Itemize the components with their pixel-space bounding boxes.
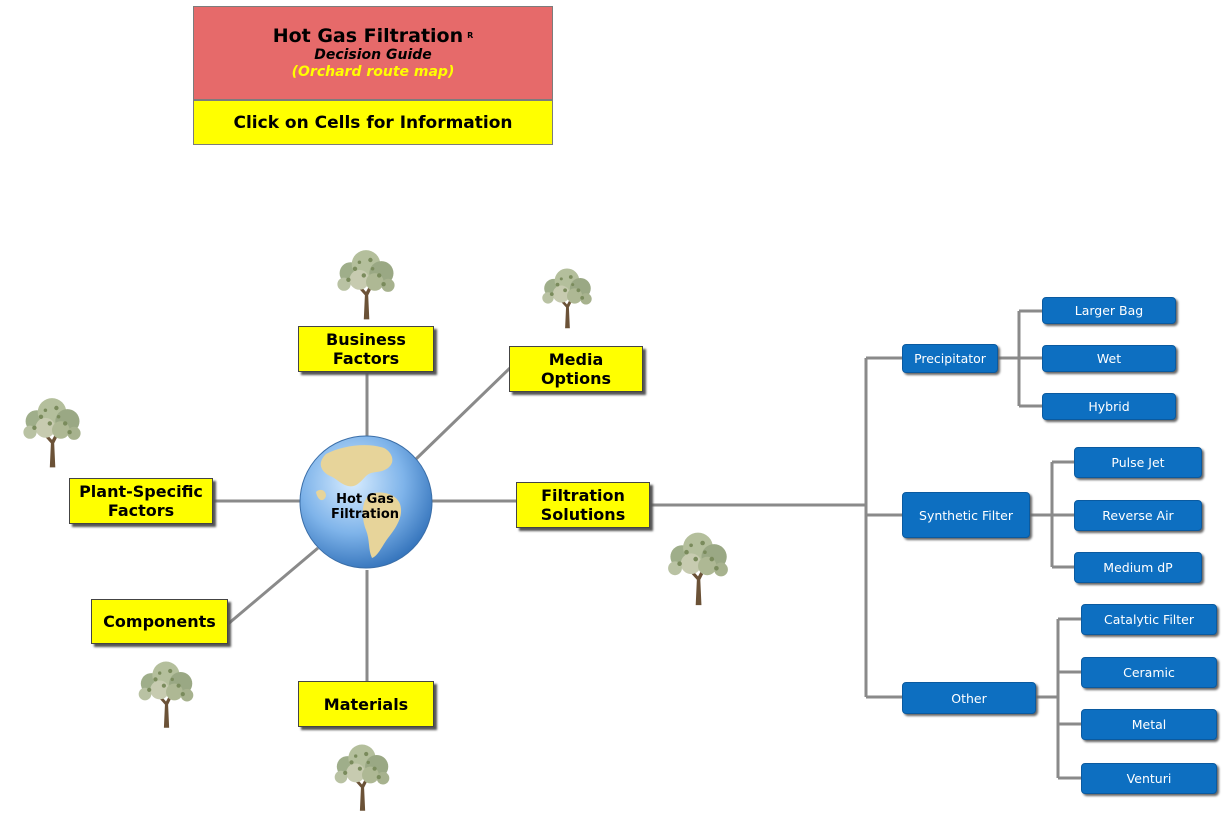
reverse-air-button[interactable]: Reverse Air (1074, 500, 1202, 531)
tree-icon (542, 268, 592, 329)
page-subtitle-route: (Orchard route map) (291, 64, 455, 80)
plant-specific-factors-box[interactable]: Plant-Specific Factors (69, 478, 213, 524)
registered-mark: R (467, 31, 474, 40)
ceramic-button[interactable]: Ceramic (1081, 657, 1217, 688)
synthetic-filter-button[interactable]: Synthetic Filter (902, 492, 1030, 538)
metal-button[interactable]: Metal (1081, 709, 1217, 740)
center-label[interactable]: Hot Gas Filtration (318, 492, 412, 522)
tree-icon (668, 532, 728, 606)
tree-icon (334, 744, 390, 811)
venturi-button[interactable]: Venturi (1081, 763, 1217, 794)
tree-icon (138, 661, 194, 728)
materials-label: Materials (323, 694, 409, 714)
hybrid-button[interactable]: Hybrid (1042, 393, 1176, 420)
media-options-line2: Options (540, 369, 612, 388)
larger-bag-button[interactable]: Larger Bag (1042, 297, 1176, 324)
components-box[interactable]: Components (91, 599, 228, 644)
click-instruction-banner[interactable]: Click on Cells for Information (193, 100, 553, 145)
globe-icon (299, 435, 433, 569)
medium-dp-button[interactable]: Medium dP (1074, 552, 1202, 583)
components-label: Components (103, 612, 216, 631)
center-label-line2: Filtration (330, 507, 400, 522)
filtration-solutions-line1: Filtration (541, 486, 625, 505)
business-factors-line2: Factors (332, 349, 400, 368)
media-options-box[interactable]: Media Options (509, 346, 643, 392)
precipitator-button[interactable]: Precipitator (902, 344, 998, 373)
wet-button[interactable]: Wet (1042, 345, 1176, 372)
materials-box[interactable]: Materials (298, 681, 434, 727)
business-factors-line1: Business (326, 330, 406, 349)
center-label-line1: Hot Gas (336, 492, 394, 507)
plant-specific-line2: Factors (107, 501, 175, 520)
filtration-solutions-box[interactable]: Filtration Solutions (516, 482, 650, 528)
tree-icon (23, 398, 81, 468)
business-factors-box[interactable]: Business Factors (298, 326, 434, 372)
pulse-jet-button[interactable]: Pulse Jet (1074, 447, 1202, 478)
catalytic-filter-button[interactable]: Catalytic Filter (1081, 604, 1217, 635)
media-options-line1: Media (548, 350, 604, 369)
plant-specific-line1: Plant-Specific (79, 482, 203, 501)
other-button[interactable]: Other (902, 682, 1036, 714)
tree-icon (337, 250, 395, 320)
page-subtitle: Decision Guide (314, 47, 432, 63)
page-title-text: Hot Gas Filtration (272, 25, 464, 47)
filtration-solutions-line2: Solutions (540, 505, 626, 524)
